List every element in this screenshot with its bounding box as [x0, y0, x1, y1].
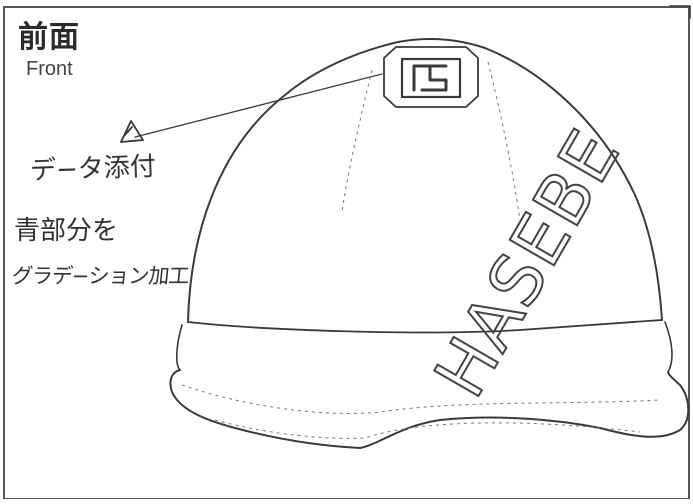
brand-lettering: HASEBE — [419, 115, 637, 410]
hasebe-logo-icon — [400, 57, 462, 99]
sheet-border — [3, 6, 690, 499]
note-blue-part: 青部分を — [14, 216, 119, 246]
view-title-en: Front — [26, 58, 73, 80]
brim-stitch-upper — [181, 384, 661, 414]
brim-stitch-lower — [214, 419, 641, 439]
band-sides — [176, 321, 673, 373]
corner-mark — [669, 5, 691, 19]
crown-ridge-right — [487, 61, 521, 221]
view-title-jp: 前面 — [18, 20, 80, 55]
leader-line — [134, 73, 383, 138]
brim-outline — [169, 369, 690, 449]
logo-plate — [383, 46, 479, 108]
band-top-line — [187, 319, 663, 334]
leader-arrow-icon — [120, 120, 144, 143]
crown-ridge-left — [341, 69, 373, 213]
helmet-crown-outline — [187, 38, 663, 323]
